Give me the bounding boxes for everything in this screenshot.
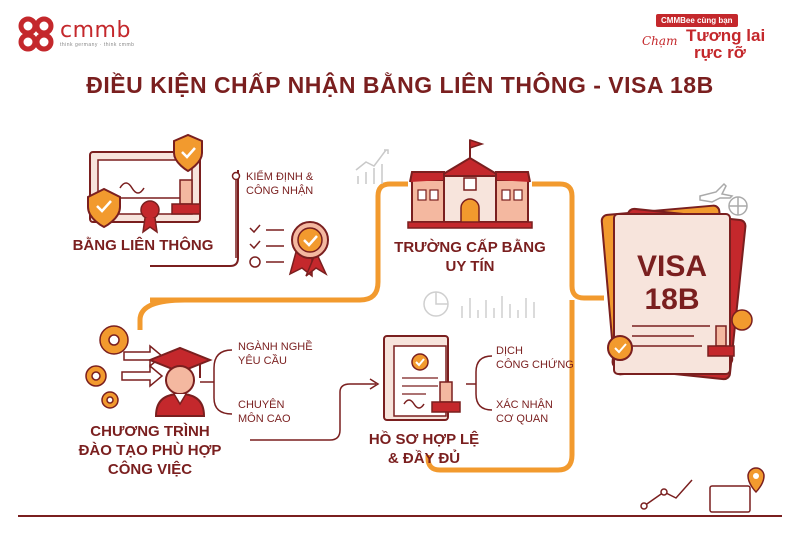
slogan-line-1: Tương lai (686, 26, 766, 45)
docs-sub-a-line-1: DỊCH (496, 345, 523, 357)
docs-label-line-1: HỒ SƠ HỢP LỆ (368, 431, 480, 448)
docs-sub-b: XÁC NHẬN CƠ QUAN (496, 398, 606, 426)
node-school-label: TRƯỜNG CẤP BẰNG UY TÍN (384, 238, 556, 276)
program-sub-b-line-1: CHUYÊN (238, 399, 285, 411)
docs-sub-b-line-2: CƠ QUAN (496, 413, 549, 425)
arrows-icon (121, 344, 164, 388)
gears-icon (85, 325, 129, 409)
earth-icon (731, 309, 753, 331)
slogan-line-2: rực rỡ (694, 43, 746, 62)
node-docs-label: HỒ SƠ HỢP LỆ & ĐẦY ĐỦ (356, 430, 492, 468)
documents-icon (383, 335, 461, 421)
visa-label-line-2: 18B (644, 283, 700, 316)
brand-tagline: think germany · think cmmb (60, 42, 135, 48)
map-pin-icon (709, 467, 765, 513)
bracket-program (213, 349, 233, 415)
data-chart-icon (423, 291, 535, 318)
node-degree-label: BẰNG LIÊN THÔNG (72, 237, 214, 254)
brand-logo[interactable]: cmmb think germany · think cmmb (18, 16, 134, 52)
docs-sub-a-line-2: CÔNG CHỨNG (496, 359, 574, 371)
node-degree-sub: KIỂM ĐỊNH & CÔNG NHẬN (246, 170, 356, 198)
program-sub-b-line-2: MÔN CAO (238, 413, 291, 425)
flow-connector-visa (532, 181, 604, 301)
degree-sub-line-2: CÔNG NHẬN (246, 185, 314, 197)
program-sub-a: NGÀNH NGHỀ YÊU CẦU (238, 340, 358, 368)
school-label-line-1: TRƯỜNG CẤP BẰNG (394, 239, 546, 256)
plane-icon (699, 182, 734, 203)
node-program-label: CHƯƠNG TRÌNH ĐÀO TẠO PHÙ HỢP CÔNG VIỆC (62, 422, 238, 479)
school-building-icon (407, 138, 533, 229)
program-sub-a-line-1: NGÀNH NGHỀ (238, 341, 313, 353)
certificate-icon (87, 133, 203, 234)
brand-name: cmmb (60, 18, 131, 43)
page-bottom-border (18, 515, 782, 517)
graduate-icon (147, 346, 213, 417)
docs-label-line-2: & ĐẦY ĐỦ (387, 450, 461, 467)
flow-connector-school (150, 181, 408, 303)
slogan-pill: CMMBee cùng bạn (656, 14, 738, 27)
bracket-docs (475, 355, 493, 411)
cmmb-logo-icon (18, 16, 54, 52)
slogan-script: Chạm (642, 34, 678, 48)
docs-sub-b-line-1: XÁC NHẬN (496, 399, 553, 411)
flow-connector (150, 170, 239, 267)
flow-connector-docs (425, 300, 575, 473)
approval-badge-icon (288, 221, 329, 278)
flow-arrow (250, 383, 376, 441)
program-label-line-2: ĐÀO TẠO PHÙ HỢP (78, 442, 222, 459)
globe-icon (728, 196, 748, 216)
growth-chart-icon (355, 149, 389, 184)
checklist-icon (249, 224, 284, 268)
page-title: ĐIỀU KIỆN CHẤP NHẬN BẰNG LIÊN THÔNG - VI… (86, 72, 714, 98)
slogan: CMMBee cùng bạn Chạm Tương lai rực rỡ (642, 14, 782, 64)
visa-document-icon (600, 204, 747, 381)
program-sub-b: CHUYÊN MÔN CAO (238, 398, 358, 426)
program-label-line-3: CÔNG VIỆC (107, 461, 193, 478)
program-label-line-1: CHƯƠNG TRÌNH (90, 423, 210, 440)
flow-connector-main (137, 297, 186, 330)
program-sub-a-line-2: YÊU CẦU (238, 355, 287, 367)
visa-label-line-1: VISA (636, 250, 708, 283)
degree-sub-line-1: KIỂM ĐỊNH & (246, 171, 314, 183)
docs-sub-a: DỊCH CÔNG CHỨNG (496, 344, 606, 372)
growth-arrow-icon (640, 479, 693, 510)
school-label-line-2: UY TÍN (445, 258, 495, 275)
visa-label: VISA 18B (614, 250, 730, 316)
